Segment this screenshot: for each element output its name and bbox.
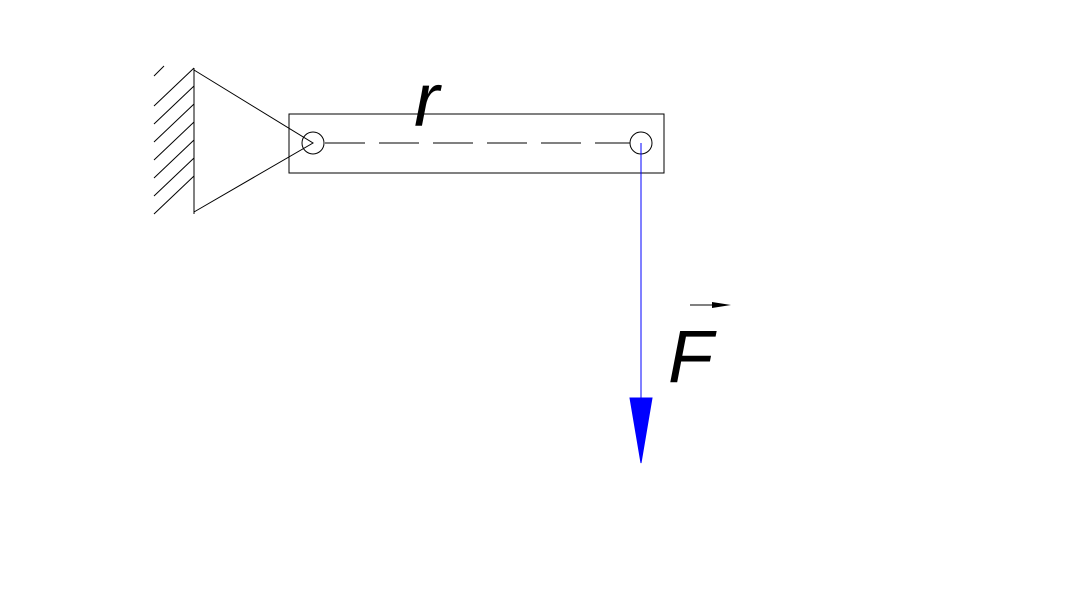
fixed-wall-support: [153, 65, 195, 215]
wall-hatch: [153, 175, 195, 215]
pivot-joint: [301, 131, 325, 155]
wall-hatch: [153, 157, 195, 197]
wall-hatch: [153, 67, 195, 107]
wall-hatch: [153, 103, 195, 143]
wall-hatch: [153, 85, 195, 125]
wall-hatch: [153, 121, 195, 161]
force-label: F: [668, 315, 717, 398]
pivot-support-triangle: [193, 69, 314, 213]
wall-hatch: [153, 139, 195, 179]
force-arrowhead: [629, 397, 653, 464]
lever-bar: [288, 113, 665, 174]
force-vector-label: F: [668, 302, 731, 398]
radius-label: r: [414, 58, 442, 143]
vector-arrow-icon: [712, 302, 731, 308]
wall-hatch: [153, 65, 165, 77]
